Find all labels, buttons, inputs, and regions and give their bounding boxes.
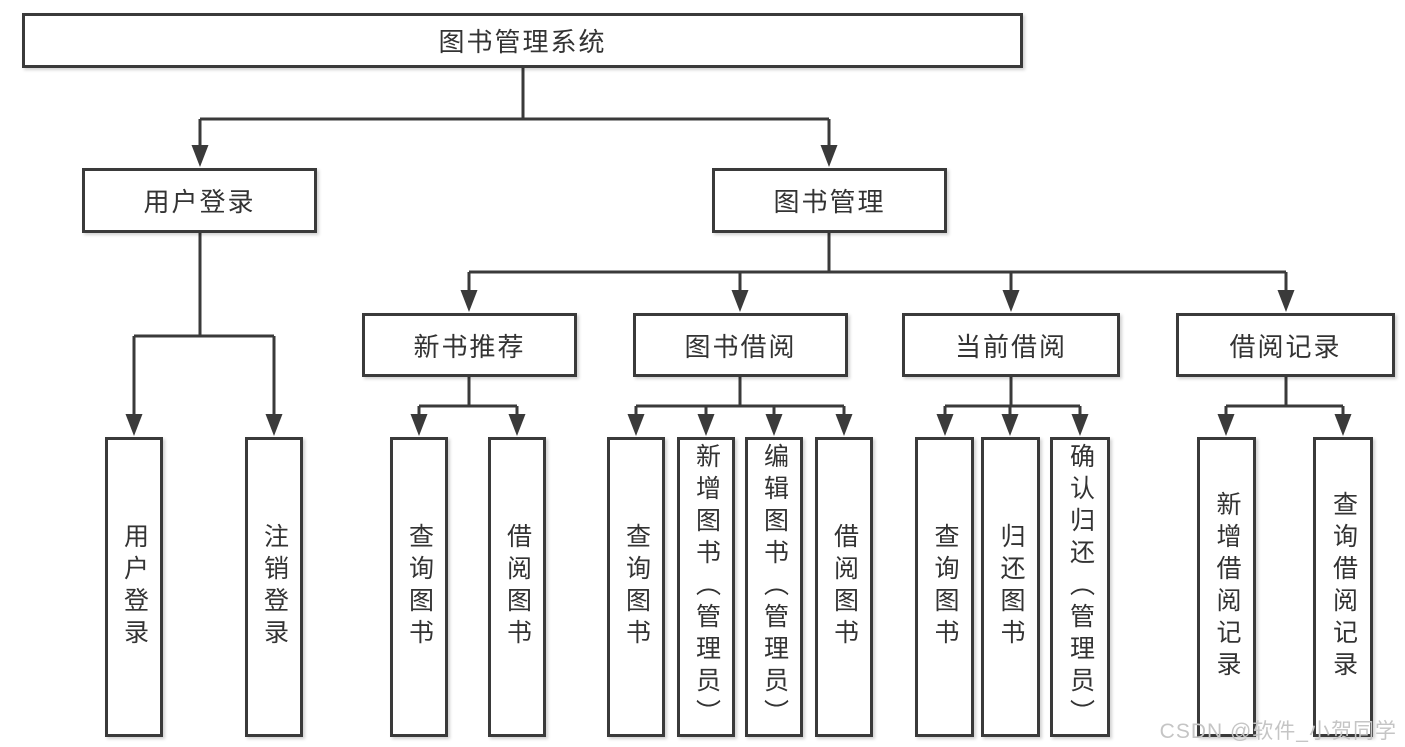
node-library-system: 图书管理系统 — [22, 13, 1023, 68]
node-query-books-cb: 查询图书 — [915, 437, 974, 737]
node-query-books-bb: 查询图书 — [607, 437, 665, 737]
node-query-borrow-record: 查询借阅记录 — [1313, 437, 1373, 737]
node-logout: 注销登录 — [245, 437, 303, 737]
node-book-management: 图书管理 — [712, 168, 947, 233]
node-add-borrow-record: 新增借阅记录 — [1197, 437, 1256, 737]
node-borrow-books-bb: 借阅图书 — [815, 437, 873, 737]
node-edit-books-admin: 编辑图书（管理员） — [745, 437, 803, 737]
node-book-borrowing: 图书借阅 — [633, 313, 848, 377]
node-add-books-admin: 新增图书（管理员） — [677, 437, 735, 737]
node-return-books: 归还图书 — [981, 437, 1040, 737]
node-borrowing-records: 借阅记录 — [1176, 313, 1395, 377]
csdn-watermark: CSDN @软件_小贺同学 — [1159, 720, 1397, 743]
connector-stems — [132, 68, 1345, 417]
node-borrow-books-rec: 借阅图书 — [488, 437, 546, 737]
node-new-book-recommend: 新书推荐 — [362, 313, 577, 377]
node-user-login: 用户登录 — [105, 437, 163, 737]
node-current-borrowing: 当前借阅 — [902, 313, 1120, 377]
arrowheads — [125, 145, 1352, 436]
node-confirm-return-admin: 确认归还（管理员） — [1050, 437, 1110, 737]
node-query-books-rec: 查询图书 — [390, 437, 448, 737]
node-user-login-module: 用户登录 — [82, 168, 317, 233]
